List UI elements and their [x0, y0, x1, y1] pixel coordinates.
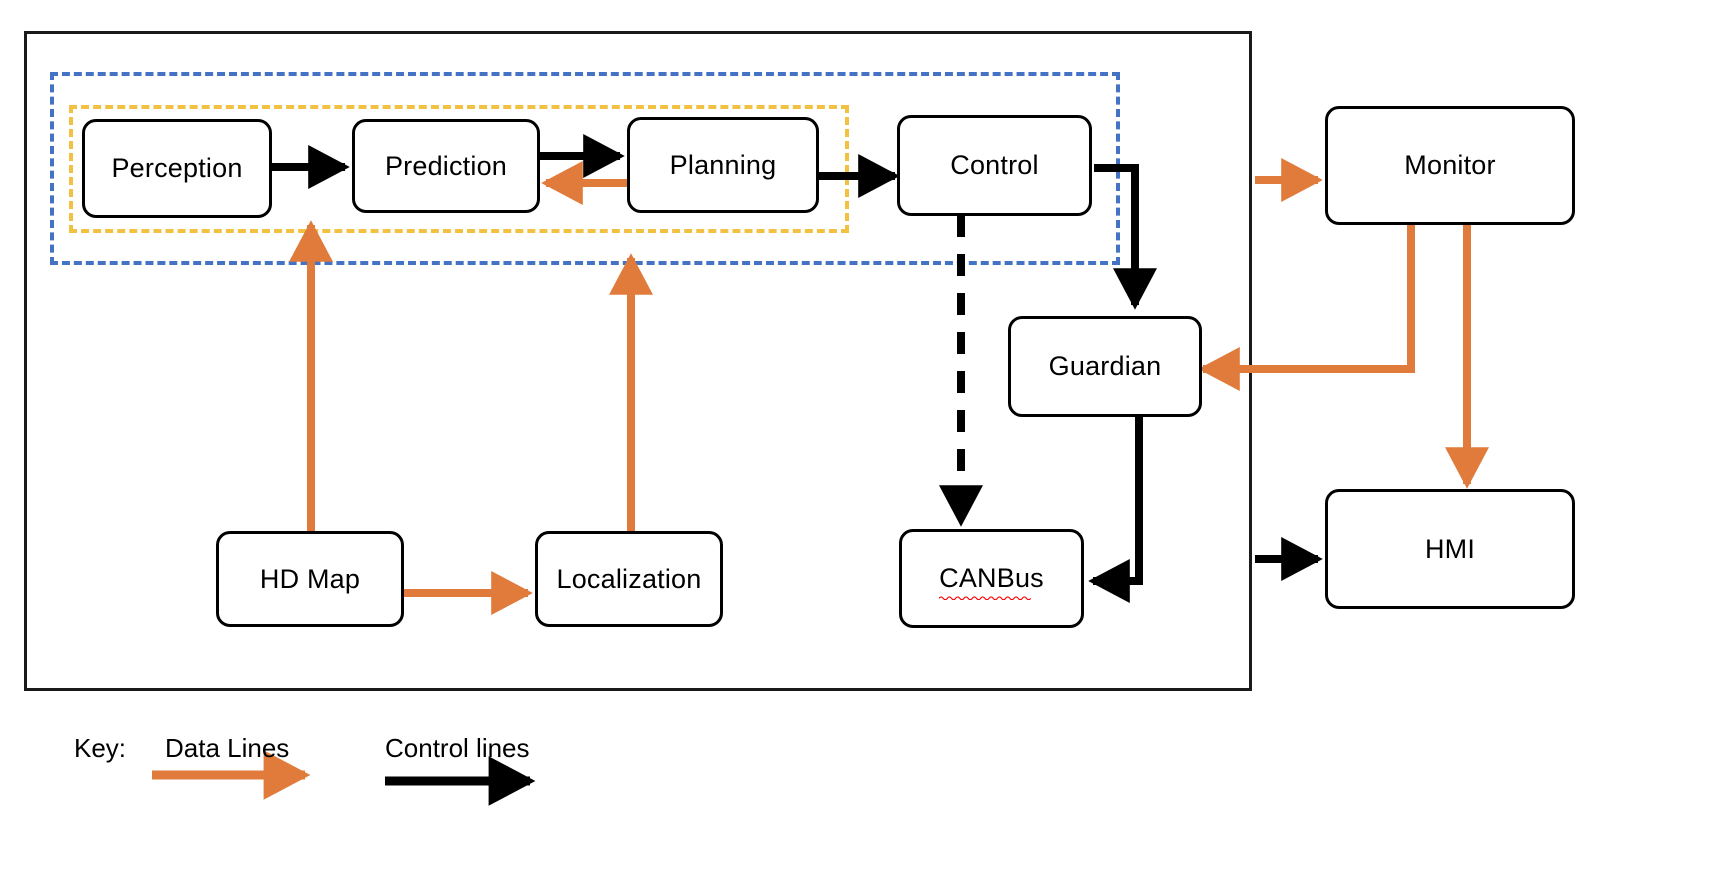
node-planning-label: Planning: [669, 149, 777, 180]
spellcheck-squiggle-icon: [939, 596, 1031, 600]
node-hmi-label: HMI: [1424, 533, 1476, 564]
node-localization-label: Localization: [556, 563, 702, 594]
node-prediction-label: Prediction: [384, 150, 508, 181]
node-localization[interactable]: Localization: [535, 531, 723, 627]
node-hdmap[interactable]: HD Map: [216, 531, 404, 627]
edge-guardian-to-canbus: [1088, 415, 1143, 603]
edge-monitor-to-guardian: [1198, 224, 1415, 391]
node-guardian-label: Guardian: [1048, 351, 1162, 381]
key-control-lines-label: Control lines: [385, 733, 530, 763]
node-prediction[interactable]: Prediction: [352, 119, 540, 213]
node-guardian[interactable]: Guardian: [1008, 316, 1202, 417]
key-label: Key:: [74, 733, 127, 763]
node-canbus[interactable]: CANBus: [899, 529, 1084, 628]
node-perception[interactable]: Perception: [82, 119, 272, 218]
node-control[interactable]: Control: [897, 115, 1092, 216]
node-perception-label: Perception: [111, 153, 243, 183]
node-monitor-label: Monitor: [1404, 150, 1496, 180]
group-yellow-dashed: [69, 105, 849, 233]
edge-control-to-guardian: [1094, 164, 1157, 310]
node-hmi[interactable]: HMI: [1325, 489, 1575, 609]
node-hdmap-label: HD Map: [259, 563, 361, 594]
system-boundary-frame: [24, 31, 1252, 691]
key-data-lines-label: Data Lines: [165, 733, 290, 763]
node-monitor[interactable]: Monitor: [1325, 106, 1575, 225]
node-control-label: Control: [950, 150, 1039, 180]
node-canbus-label: CANBus: [939, 565, 1044, 600]
node-planning[interactable]: Planning: [627, 117, 819, 213]
